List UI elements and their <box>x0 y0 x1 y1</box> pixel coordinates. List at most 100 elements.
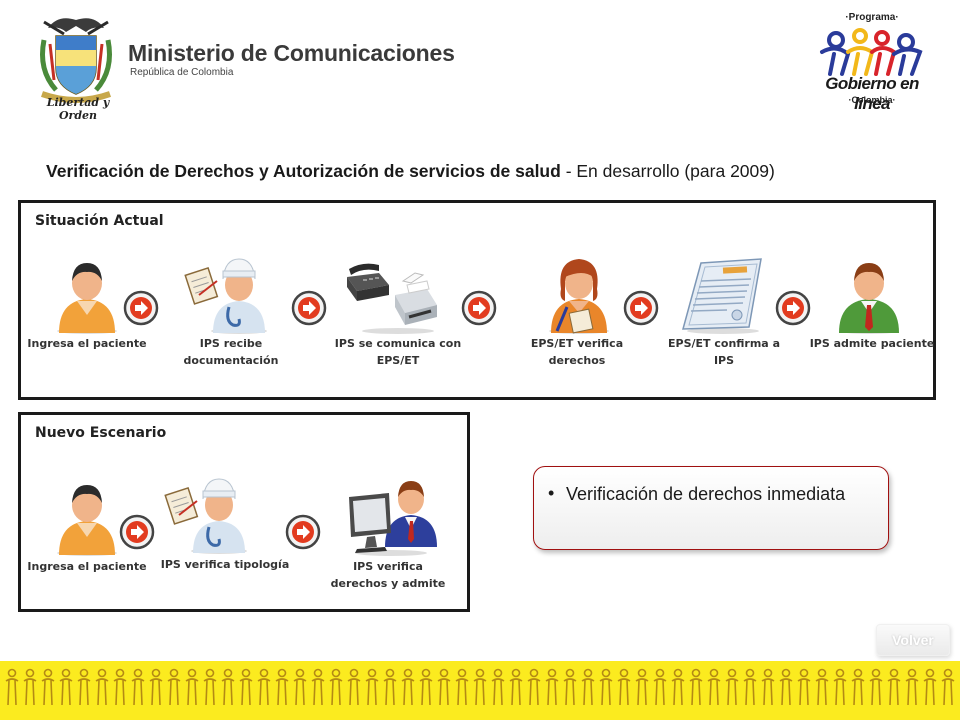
page-title: Verificación de Derechos y Autorización … <box>46 161 775 182</box>
footer-figure <box>797 668 811 706</box>
arrow-right-icon <box>285 514 321 550</box>
man-green-icon <box>839 263 899 334</box>
footer-band <box>0 661 960 720</box>
current-step-label: EPS/ET confirma a IPS <box>668 337 780 367</box>
new-scenario-title: Nuevo Escenario <box>35 425 167 441</box>
crest-motto: Libertad y Orden <box>46 96 110 122</box>
arrow-right-icon <box>623 290 659 326</box>
footer-figure <box>383 668 397 706</box>
woman-clerk-icon <box>549 259 609 334</box>
arrow-right-icon <box>123 290 159 326</box>
footer-figure <box>617 668 631 706</box>
ministry-subtitle: República de Colombia <box>130 67 234 78</box>
footer-figure <box>671 668 685 706</box>
footer-figure <box>725 668 739 706</box>
program-country: ·Colombia· <box>848 95 896 105</box>
current-situation-panel: Situación Actual Ingresa el paciente IPS… <box>18 200 936 400</box>
footer-figure <box>347 668 361 706</box>
new-step-label: IPS verifica derechos y admite <box>330 560 446 590</box>
footer-figure <box>239 668 253 706</box>
footer-figure <box>473 668 487 706</box>
footer-figure <box>689 668 703 706</box>
footer-figure <box>869 668 883 706</box>
arrow-right-icon <box>119 514 155 550</box>
footer-figure <box>905 668 919 706</box>
footer-figure <box>203 668 217 706</box>
footer-figure <box>149 668 163 706</box>
footer-figure <box>185 668 199 706</box>
gobierno-en-linea-logo: ·Programa· Gobierno en línea ·Colombia· <box>812 10 940 113</box>
footer-figure <box>221 668 235 706</box>
new-scenario-panel: Nuevo Escenario Ingresa el paciente IPS … <box>18 412 470 612</box>
footer-figure <box>707 668 721 706</box>
callout-text: Verificación de derechos inmediata <box>566 484 846 504</box>
footer-figure <box>653 668 667 706</box>
program-prefix: ·Programa· <box>845 12 899 23</box>
arrow-right-icon <box>461 290 497 326</box>
current-step-label: EPS/ET verifica derechos <box>530 337 624 367</box>
footer-figure <box>167 668 181 706</box>
footer-figure <box>455 668 469 706</box>
ministry-logo: Libertad y Orden Ministerio de Comunicac… <box>34 10 455 122</box>
footer-figure <box>743 668 757 706</box>
current-step-label: IPS admite paciente <box>809 337 935 350</box>
patient-icon <box>57 485 117 556</box>
footer-figure <box>599 668 613 706</box>
footer-figure <box>275 668 289 706</box>
nurse-clipboard-icon <box>184 258 267 334</box>
footer-figure <box>527 668 541 706</box>
page-title-rest: - En desarrollo (para 2009) <box>560 161 775 181</box>
footer-figure <box>401 668 415 706</box>
footer-figure <box>581 668 595 706</box>
footer-figure <box>59 668 73 706</box>
footer-figure <box>509 668 523 706</box>
new-step-label: Ingresa el paciente <box>27 560 147 573</box>
footer-figure <box>815 668 829 706</box>
current-situation-title: Situación Actual <box>35 213 164 229</box>
patient-icon <box>57 263 117 334</box>
footer-figure <box>419 668 433 706</box>
footer-figure <box>833 668 847 706</box>
footer-figure <box>293 668 307 706</box>
footer-figure <box>635 668 649 706</box>
back-button[interactable]: Volver <box>876 624 950 656</box>
footer-figure <box>761 668 775 706</box>
phone-fax-icon <box>347 263 437 334</box>
people-figures-icon <box>820 28 923 76</box>
footer-figure <box>77 668 91 706</box>
current-step-label: IPS se comunica con EPS/ET <box>334 337 462 367</box>
footer-figure <box>365 668 379 706</box>
arrow-right-icon <box>775 290 811 326</box>
footer-figure <box>257 668 271 706</box>
nurse-clipboard-icon <box>164 478 247 554</box>
footer-figure <box>311 668 325 706</box>
footer-figure <box>5 668 19 706</box>
footer-figure <box>941 668 955 706</box>
footer-figure <box>113 668 127 706</box>
footer-figure <box>23 668 37 706</box>
current-step-label: IPS recibe documentación <box>183 337 279 367</box>
footer-figure <box>437 668 451 706</box>
footer-figure <box>41 668 55 706</box>
footer-figure <box>491 668 505 706</box>
footer-figure <box>887 668 901 706</box>
people-pattern-icon <box>5 668 955 706</box>
new-step-label: IPS verifica tipología <box>160 558 290 571</box>
page-title-bold: Verificación de Derechos y Autorización … <box>46 161 561 181</box>
man-computer-icon <box>349 481 437 556</box>
footer-figure <box>329 668 343 706</box>
footer-figure <box>851 668 865 706</box>
colombia-crest-icon <box>40 18 112 103</box>
footer-figure <box>545 668 559 706</box>
footer-figure <box>131 668 145 706</box>
footer-figure <box>563 668 577 706</box>
certificate-icon <box>682 258 762 334</box>
benefit-callout: • Verificación de derechos inmediata <box>533 466 889 550</box>
current-step-label: Ingresa el paciente <box>27 337 147 350</box>
footer-figure <box>95 668 109 706</box>
program-name: Gobierno en línea <box>825 74 919 113</box>
footer-figure <box>923 668 937 706</box>
ministry-name: Ministerio de Comunicaciones <box>128 40 455 66</box>
callout-bullet: • <box>548 483 555 503</box>
footer-figure <box>779 668 793 706</box>
